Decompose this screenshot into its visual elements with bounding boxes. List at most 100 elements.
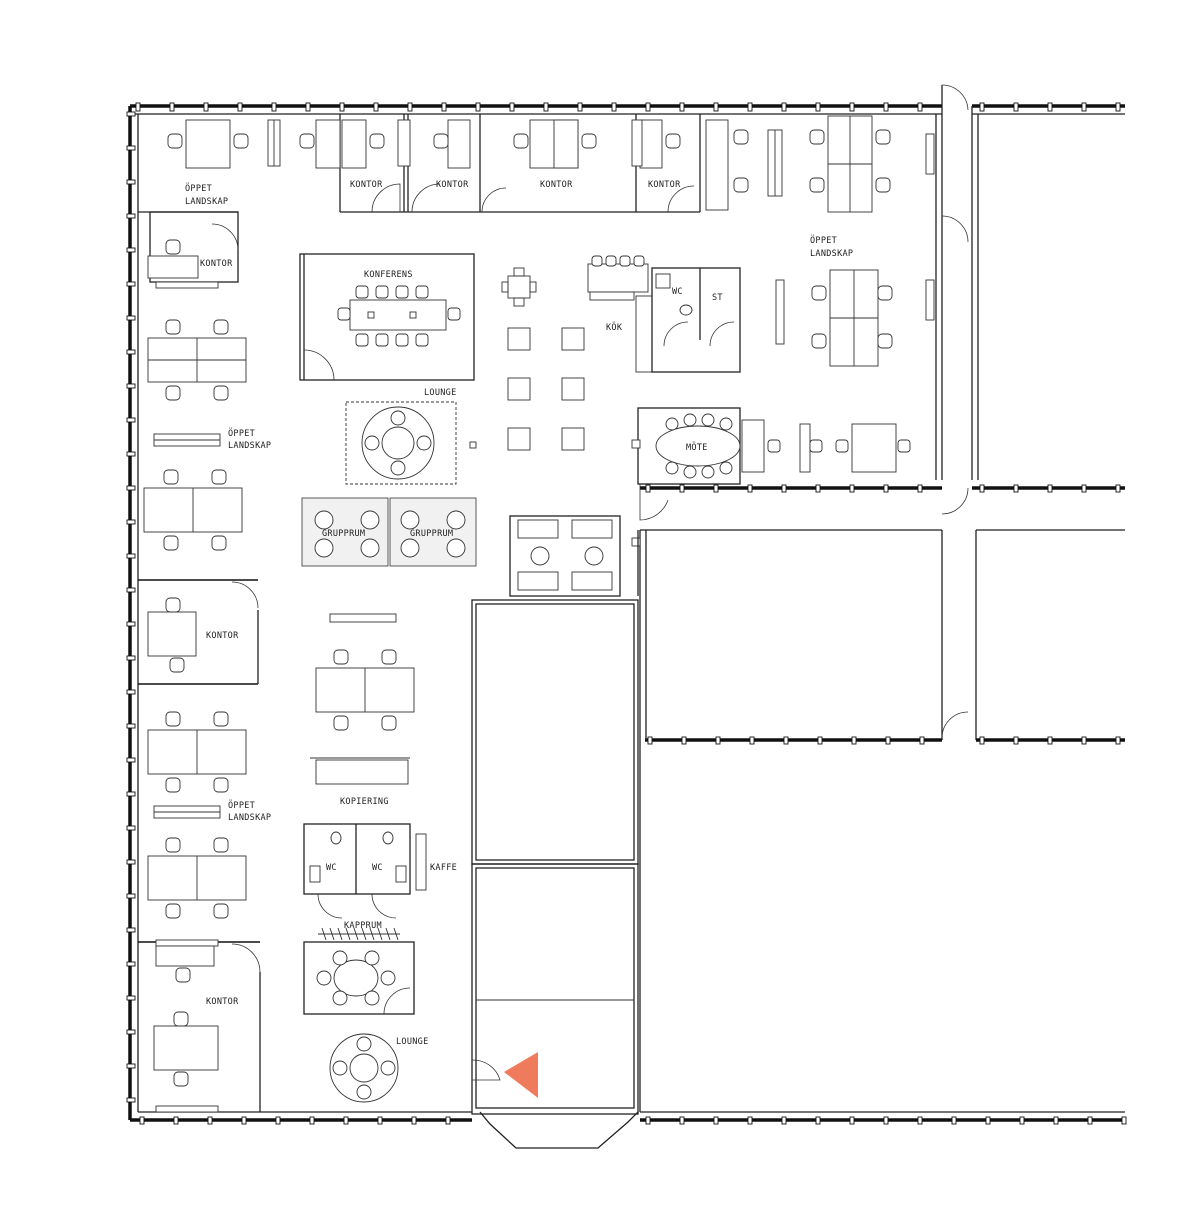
room-label-oppet-landskap-1a: ÖPPET [185,183,212,194]
room-label-wc-2: WC [326,863,337,873]
window-mullion [305,102,311,112]
window-mullion [126,451,136,457]
window-mullion [126,961,136,967]
room-label-st: ST [712,293,723,303]
room-label-kontor-top-1: KONTOR [350,180,383,190]
window-mullion [126,995,136,1001]
window-mullion [1081,736,1087,745]
window-mullion [126,315,136,321]
window-mullion [851,736,857,745]
window-mullion [126,893,136,899]
center-area: KONFERENS LOUNGE GRUPPRUM GRUPPRUM [299,235,935,1103]
window-mullion [1013,484,1019,493]
window-mullion [749,736,755,745]
window-mullion [979,736,985,745]
window-mullion [1121,1116,1127,1125]
window-mullion [713,1116,719,1125]
window-mullion [126,247,136,253]
room-label-oppet-landskap-1b: LANDSKAP [185,197,228,207]
window-mullion [781,102,787,112]
room-label-oppet-landskap-4b: LANDSKAP [228,813,271,823]
window-mullion [679,1116,685,1125]
window-mullion [577,102,583,112]
room-label-mote: MÖTE [686,442,708,453]
window-mullion [747,484,753,493]
window-mullion [126,179,136,185]
window-mullion [1019,1116,1025,1125]
window-mullion [126,417,136,423]
window-mullion [849,102,855,112]
window-mullion [645,484,651,493]
window-mullion [645,102,651,112]
window-mullion [237,102,243,112]
left-column: KONTOR ÖPPET LANDSKAP KONTOR [138,223,271,1113]
cafe-tables [501,267,585,451]
window-mullion [647,736,653,745]
window-mullion [1013,736,1019,745]
window-mullion [885,736,891,745]
window-mullion [681,736,687,745]
window-mullion [543,102,549,112]
coat-hanger [385,927,391,941]
window-mullion [849,1116,855,1125]
room-label-wc-1: WC [672,287,683,297]
window-mullion [715,736,721,745]
room-label-kontor-left-3: KONTOR [206,997,239,1007]
window-mullion [985,1116,991,1125]
window-mullion [126,111,136,117]
window-mullion [1115,102,1121,112]
window-mullion [1053,1116,1059,1125]
window-mullion [917,484,923,493]
window-mullion [126,757,136,763]
window-mullion [135,102,141,112]
window-mullion [713,484,719,493]
room-label-wc-3: WC [372,863,383,873]
window-mullion [139,1116,145,1125]
window-mullion [126,553,136,559]
room-label-oppet-landskap-2b: LANDSKAP [228,441,271,451]
room-label-kontor-left-2: KONTOR [206,631,239,641]
window-mullion [126,621,136,627]
window-mullion [407,102,413,112]
window-mullion [1081,102,1087,112]
window-mullion [169,102,175,112]
building-core [471,599,639,1149]
top-offices: KONTOR KONTOR KONTOR KONTOR ÖPPET LANDSK… [138,114,935,283]
room-label-grupprum-2: GRUPPRUM [410,529,453,539]
window-ticks [126,102,1127,1125]
window-mullion [509,102,515,112]
window-mullion [611,102,617,112]
coat-hanger [345,927,351,941]
coat-hanger [369,927,375,941]
window-mullion [1047,736,1053,745]
window-mullion [309,1116,315,1125]
window-mullion [979,102,985,112]
window-mullion [1115,736,1121,745]
window-mullion [1087,1116,1093,1125]
window-mullion [951,1116,957,1125]
room-label-kontor-left-1: KONTOR [200,259,233,269]
window-mullion [126,859,136,865]
coat-hanger [377,927,383,941]
window-mullion [126,1097,136,1103]
window-mullion [781,1116,787,1125]
coat-hanger [329,927,335,941]
window-mullion [126,281,136,287]
window-mullion [126,723,136,729]
window-mullion [979,484,985,493]
room-label-kontor-top-2: KONTOR [436,180,469,190]
window-mullion [126,519,136,525]
window-mullion [917,1116,923,1125]
window-mullion [126,1029,136,1035]
window-mullion [241,1116,247,1125]
window-mullion [441,102,447,112]
window-mullion [275,1116,281,1125]
window-mullion [173,1116,179,1125]
window-mullion [475,102,481,112]
window-mullion [445,1116,451,1125]
window-mullion [126,145,136,151]
window-mullion [339,102,345,112]
window-mullion [917,102,923,112]
window-mullion [207,1116,213,1125]
